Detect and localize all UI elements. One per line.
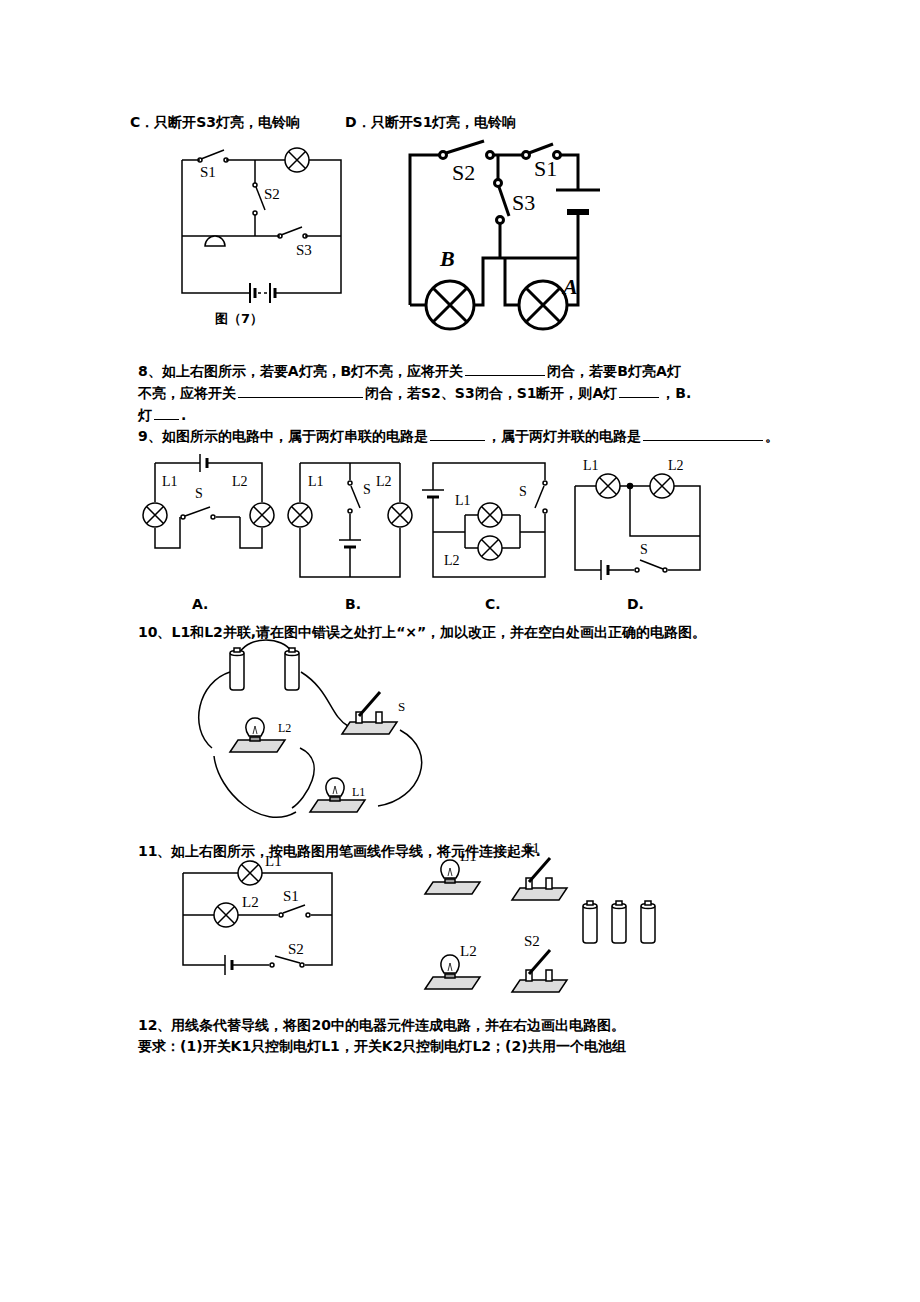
question-line: 灯. — [138, 405, 186, 423]
question-text: A. — [192, 596, 208, 612]
question-text: 8、如上右图所示，若要A灯亮，B灯不亮，应将开关 — [138, 363, 463, 379]
component-label: L2 — [668, 458, 684, 474]
component-label: L2 — [376, 474, 392, 490]
question-text: 10、L1和L2并联,请在图中错误之处打上“×”，加以改正，并在空白处画出正确的… — [138, 624, 706, 640]
component-label: L2 — [232, 474, 248, 490]
component-label: S — [363, 482, 371, 498]
question-text: 闭合，若要B灯亮A灯 — [547, 363, 681, 379]
question-text: 闭合，若S2、S3闭合，S1断开，则A灯 — [365, 385, 617, 401]
component-label: L1 — [265, 853, 282, 870]
question-text: 9、如图所示的电路中，属于两灯串联的电路是 — [138, 428, 428, 444]
question-text: 不亮，应将开关 — [138, 385, 236, 401]
question-text: D. — [627, 596, 644, 612]
question-text: 12、用线条代替导线，将图20中的电器元件连成电路，并在右边画出电路图。 — [138, 1017, 625, 1033]
question-text: . — [181, 407, 186, 423]
component-label: S — [640, 542, 648, 558]
answer-blank — [619, 383, 659, 398]
component-label: S3 — [512, 190, 535, 215]
component-label: L1 — [162, 474, 178, 490]
answer-blank — [643, 426, 763, 441]
question-text: C．只断开S3灯亮，电铃响 — [130, 114, 300, 130]
question-text: C. — [485, 596, 501, 612]
component-label: S2 — [264, 186, 280, 203]
component-label: S2 — [452, 160, 475, 185]
component-label: L2 — [444, 553, 460, 569]
question-text: 灯 — [138, 407, 152, 423]
question-text: 11、如上右图所示，按电路图用笔画线作导线，将元件连接起来. — [138, 843, 541, 859]
component-label: L2 — [242, 894, 259, 911]
question-line: 8、如上右图所示，若要A灯亮，B灯不亮，应将开关 闭合，若要B灯亮A灯 — [138, 361, 681, 379]
component-label: S1 — [534, 156, 557, 181]
component-label: S3 — [296, 242, 312, 259]
question-text: ，B. — [661, 385, 691, 401]
question-text: D．只断开S1灯亮，电铃响 — [345, 114, 516, 130]
component-label: S — [519, 484, 527, 500]
question-text: 图（7） — [215, 312, 263, 327]
component-label: L2 — [460, 943, 477, 960]
component-label: L1 — [460, 848, 477, 865]
question-text: 。 — [765, 428, 779, 444]
component-label: S — [398, 700, 405, 715]
question-text: ，属于两灯并联的电路是 — [487, 428, 641, 444]
component-label: S2 — [524, 933, 540, 950]
component-label: B — [440, 246, 455, 271]
component-label: S1 — [283, 888, 299, 905]
question-line: 9、如图所示的电路中，属于两灯串联的电路是 ，属于两灯并联的电路是 。 — [138, 426, 779, 444]
answer-blank — [465, 361, 545, 376]
component-label: S1 — [524, 840, 540, 857]
component-label: L1 — [583, 458, 599, 474]
question-text: 要求：(1)开关K1只控制电灯L1，开关K2只控制电灯L2；(2)共用一个电池组 — [138, 1038, 626, 1054]
answer-blank — [430, 426, 485, 441]
question-line: 不亮，应将开关 闭合，若S2、S3闭合，S1断开，则A灯 ，B. — [138, 383, 691, 401]
component-label: S — [195, 486, 203, 502]
answer-blank — [154, 405, 179, 420]
component-label: A — [563, 274, 578, 299]
component-label: S1 — [200, 164, 216, 181]
question-text: B. — [345, 596, 361, 612]
component-label: L1 — [352, 786, 365, 800]
component-label: S2 — [288, 941, 304, 958]
answer-blank — [238, 383, 363, 398]
component-label: L1 — [455, 493, 471, 509]
component-label: L1 — [308, 474, 324, 490]
component-label: L2 — [278, 722, 291, 736]
